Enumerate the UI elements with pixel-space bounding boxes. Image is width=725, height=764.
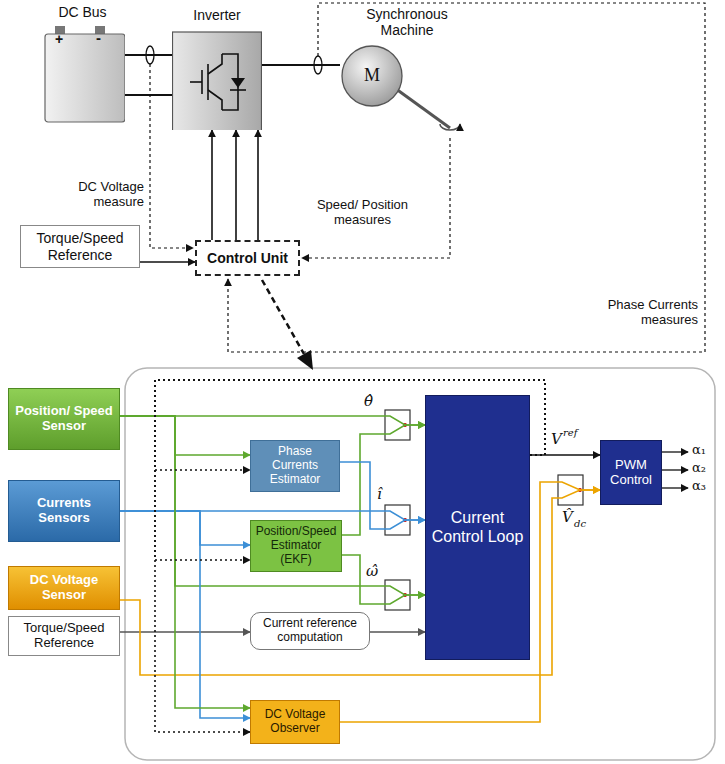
label-text: Phase Currents measures (586, 298, 698, 328)
node-text: DC Bus (40, 4, 125, 20)
connector (262, 64, 340, 66)
label-text: Speed/ Position measures (305, 198, 420, 228)
node-text: DC Voltage Sensor (12, 573, 116, 603)
shaft (392, 86, 450, 128)
reference-box: Torque/Speed Reference (8, 616, 120, 656)
label-text: + (55, 31, 67, 47)
node-text: M (357, 65, 387, 86)
observer-box: DC Voltage Observer (250, 700, 340, 744)
node-text: Current Control Loop (429, 509, 526, 546)
connector (140, 261, 195, 263)
synchronous-machine: Synchronous MachineM (340, 6, 470, 108)
connector (211, 130, 213, 240)
label-text: - (96, 29, 108, 46)
control-loop-box: Current Control Loop (425, 395, 530, 660)
inverter-box: Inverter (172, 4, 262, 130)
estimator-box: Phase Currents Estimator (250, 440, 340, 492)
node-text: Synchronous Machine (346, 6, 468, 38)
shape-outline (40, 4, 125, 124)
rotation-arrow (440, 124, 460, 130)
node-text: Torque/Speed Reference (12, 621, 116, 651)
connector (120, 416, 250, 455)
label-text: V (551, 431, 563, 448)
node-text: Phase Currents Estimator (254, 445, 336, 486)
speed-feedback (302, 138, 450, 258)
label-text: α₃ (692, 479, 718, 494)
sensor-box: Currents Sensors (8, 480, 120, 542)
label-text: ref (563, 427, 585, 439)
control-panel (125, 368, 715, 760)
label-text: α₁ (692, 443, 718, 458)
connector (120, 416, 250, 708)
label-text: θ̂ (364, 393, 384, 410)
label-text: î (377, 486, 391, 503)
sensor-box: Position/ Speed Sensor (8, 388, 120, 450)
node-text: Torque/Speed Reference (24, 230, 136, 262)
pwm-outputs (662, 452, 688, 488)
connector (120, 511, 425, 520)
phase-current-feedback (228, 3, 705, 352)
process-box: Current reference computation (250, 612, 370, 650)
dc-wire (125, 94, 172, 96)
connector (120, 511, 250, 545)
connector (257, 130, 259, 240)
connector (120, 416, 425, 595)
estimator-box: Position/Speed Estimator (EKF) (250, 520, 342, 572)
node-text: Position/Speed Estimator (EKF) (254, 525, 338, 566)
node-text: Current reference computation (254, 617, 366, 645)
pwm-box: PWM Control (600, 440, 662, 505)
node-text: Position/ Speed Sensor (12, 404, 116, 434)
control-unit: Control Unit (195, 240, 300, 276)
dc-bus-battery: DC Bus (40, 4, 125, 124)
node-text: Inverter (172, 7, 262, 23)
label-text: dc (574, 518, 590, 530)
connector (120, 416, 425, 425)
sensor-box: DC Voltage Sensor (8, 566, 120, 610)
connector (235, 130, 237, 240)
label-text: V̂ (562, 509, 575, 526)
connector (340, 462, 425, 529)
node-text: Control Unit (207, 250, 288, 266)
label-text: α₂ (692, 461, 718, 476)
label-text: ω̂ (366, 563, 386, 580)
connector (342, 555, 425, 604)
connector (155, 380, 545, 732)
zoom-arrow (262, 280, 304, 354)
reference-box: Torque/Speed Reference (20, 225, 140, 268)
connector (342, 425, 425, 535)
label-text: DC Voltage measure (68, 180, 144, 210)
zoom-arrow-head (297, 350, 313, 370)
node-text: DC Voltage Observer (254, 708, 336, 736)
connector (125, 54, 172, 56)
connector (120, 511, 250, 718)
node-text: PWM Control (604, 458, 658, 488)
node-text: Currents Sensors (12, 496, 116, 526)
connector (370, 631, 425, 633)
